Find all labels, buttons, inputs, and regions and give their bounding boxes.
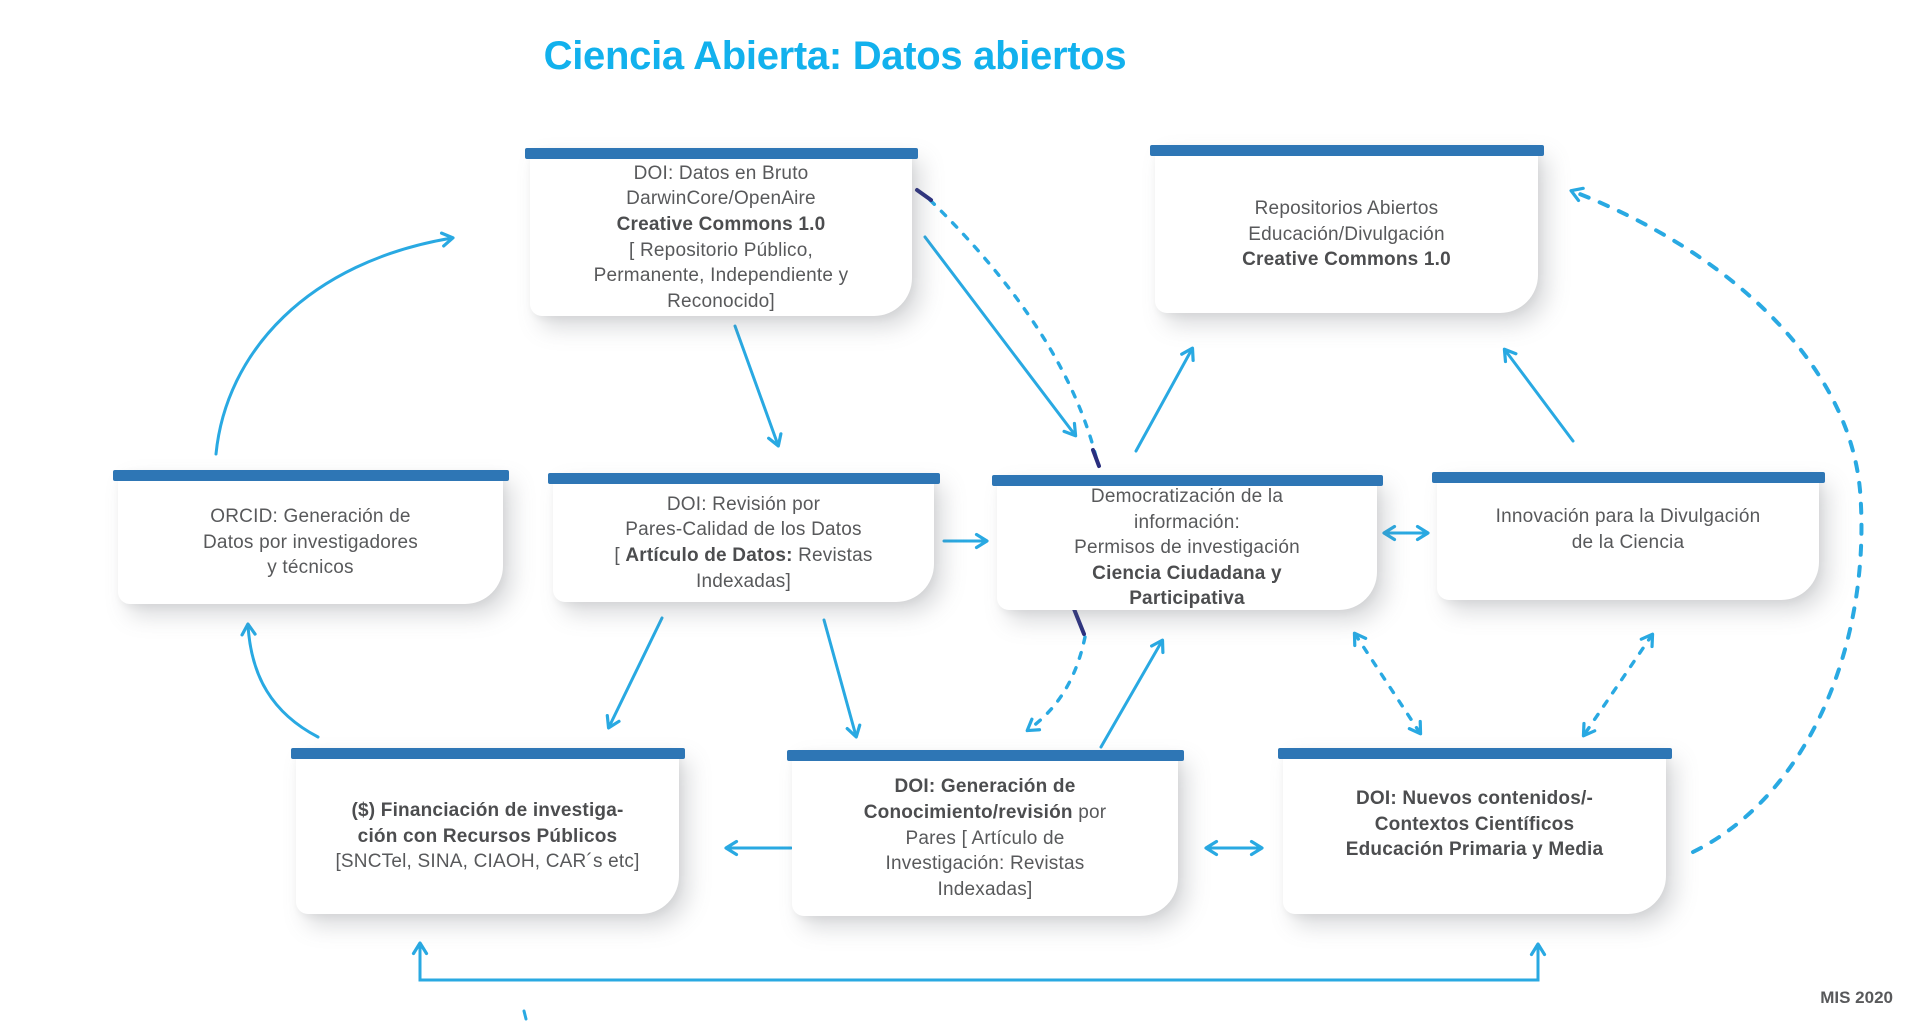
node-text: Innovación para la Divulgación de la Cien… [1437, 483, 1819, 600]
arrow-democratizacion-to-doi-generacion-dashed [1025, 635, 1087, 733]
arrow-doi-revision-to-financiacion [605, 616, 664, 730]
text-line: Repositorios Abiertos [1254, 198, 1439, 220]
navy-tip-top [915, 188, 933, 202]
arrow-doi-generacion-to-democratizacion [1099, 638, 1165, 749]
text-line: DOI: Generación de [894, 776, 1076, 798]
arrow-democratizacion-to-repositorios [1134, 346, 1195, 453]
node-top-bar [525, 148, 918, 159]
text-line: de la Ciencia [1571, 531, 1685, 553]
node-top-bar [113, 470, 509, 481]
text-line: Pares [ Artículo de [905, 827, 1065, 849]
arrow-doi-datos-to-doi-revision [733, 324, 783, 448]
node-financiacion: ($) Financiación de investiga-ción con R… [291, 748, 685, 914]
text-line: Ciencia Ciudadana y [1092, 562, 1282, 584]
arrow-bottom-bracket [411, 941, 1547, 982]
node-text: Democratización de la información: Permiso… [997, 486, 1377, 610]
node-text: ($) Financiación de investiga-ción con R… [296, 759, 679, 914]
navy-tip-mid [1072, 607, 1086, 636]
arrow-financiacion-to-orcid [240, 622, 320, 739]
text-line: Contextos Científicos [1374, 813, 1575, 835]
text-line: [ Artículo de Datos: Revistas [614, 545, 873, 566]
text-line: Creative Commons 1.0 [616, 213, 826, 235]
text-line: [SNCTel, SINA, CIAOH, CAR´s etc] [335, 851, 640, 873]
navy-tip-bottom [1091, 448, 1101, 468]
node-top-bar [1278, 748, 1672, 759]
node-top-bar [548, 473, 940, 484]
text-line: [ Repositorio Público, [629, 239, 813, 261]
text-line: Datos por investigadores [203, 531, 418, 553]
node-text: DOI: Nuevos contenidos/- Contextos Cientí… [1283, 759, 1666, 914]
text-line: Indexadas] [937, 878, 1033, 900]
text-line: información: [1134, 511, 1240, 533]
text-line: Innovación para la Divulgación [1495, 505, 1761, 527]
arrow-orcid-to-doi-datos [214, 231, 455, 456]
node-text: ORCID: Generación de Datos por investigad… [118, 481, 503, 604]
text-line: Conocimiento/revisión por [863, 802, 1107, 824]
text-line: ción con Recursos Públicos [357, 825, 618, 847]
text-line: Educación Primaria y Media [1345, 839, 1604, 861]
arrow-innovacion-to-repositorios [1502, 347, 1575, 443]
node-doi-nuevos: DOI: Nuevos contenidos/- Contextos Cientí… [1278, 748, 1672, 914]
node-top-bar [1432, 472, 1825, 483]
text-line: Pares-Calidad de los Datos [625, 519, 862, 541]
text-line: Permanente, Independiente y [593, 265, 849, 287]
node-doi-generacion: DOI: Generación de Conocimiento/revisión … [787, 750, 1184, 916]
node-text: DOI: Generación de Conocimiento/revisión … [792, 761, 1178, 916]
credit-label: MIS 2020 [1820, 988, 1893, 1007]
text-line: Reconocido] [667, 290, 775, 312]
arrow-doi-revision-to-doi-generacion [822, 618, 862, 739]
text-line: Indexadas] [696, 570, 791, 592]
arrow-innovacion-doi-nuevos-dashed [1581, 632, 1655, 738]
node-democratizacion: Democratización de la información: Permiso… [992, 475, 1383, 610]
arrow-doi-datos-to-democratizacion-dashed [928, 198, 1099, 463]
node-top-bar [992, 475, 1383, 486]
node-innovacion: Innovación para la Divulgación de la Cien… [1432, 472, 1825, 600]
text-line: Educación/Divulgación [1248, 223, 1445, 245]
node-top-bar [787, 750, 1184, 761]
text-line: Creative Commons 1.0 [1242, 249, 1451, 271]
text-line: Permisos de investigación [1074, 537, 1300, 559]
node-orcid: ORCID: Generación de Datos por investigad… [113, 470, 509, 604]
text-line: DOI: Nuevos contenidos/- [1355, 788, 1594, 810]
text-line: DOI: Revisión por [666, 493, 821, 515]
text-line: Investigación: Revistas [885, 853, 1085, 875]
stray-mark [522, 1009, 528, 1021]
page-title: Ciencia Abierta: Datos abiertos [543, 34, 1127, 78]
text-line: ORCID: Generación de [210, 506, 411, 528]
arrow-doi-datos-to-democratizacion [923, 235, 1078, 438]
text-line: ($) Financiación de investiga- [351, 800, 624, 822]
node-top-bar [1150, 145, 1544, 156]
arrow-democratizacion-doi-nuevos-dashed [1352, 631, 1423, 736]
node-top-bar [291, 748, 685, 759]
text-line: Democratización de la [1090, 485, 1284, 507]
text-line: Participativa [1129, 588, 1245, 610]
text-line: y técnicos [267, 557, 354, 579]
text-line: DOI: Datos en Bruto [633, 162, 809, 184]
text-line: DarwinCore/OpenAire [626, 188, 816, 210]
